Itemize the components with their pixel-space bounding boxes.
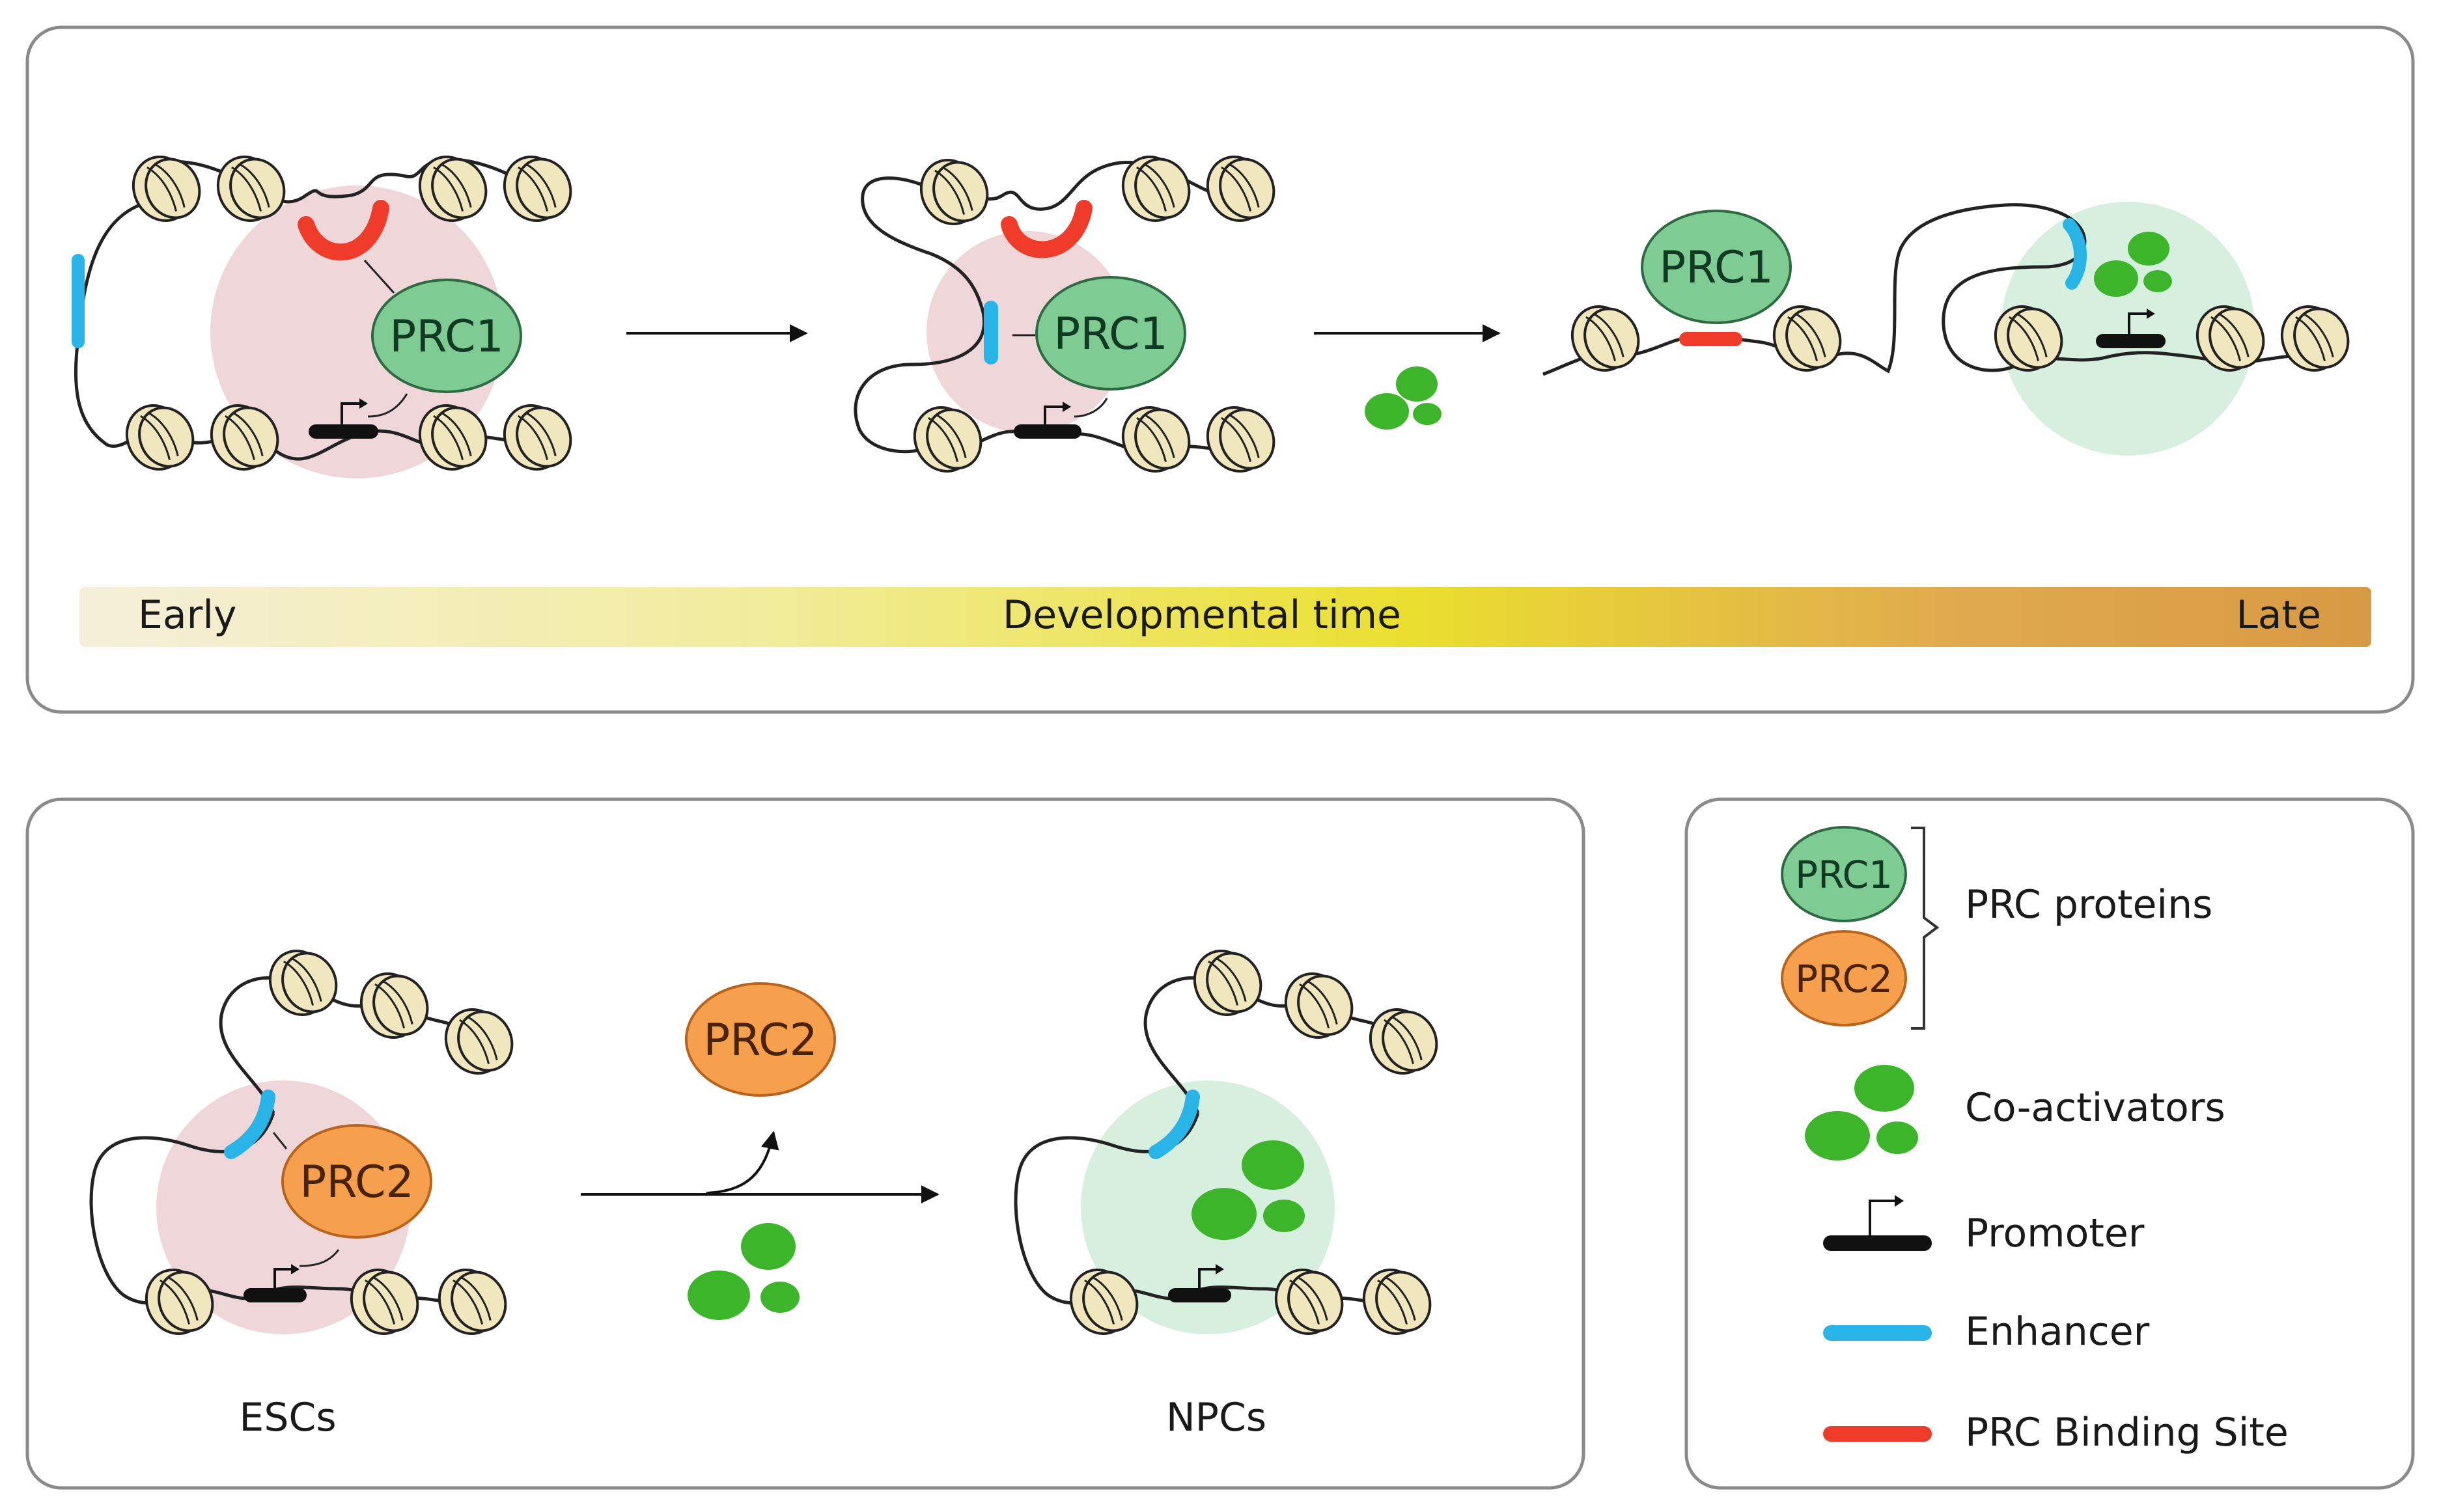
prc1-label: PRC1 xyxy=(1053,309,1168,360)
contact-line xyxy=(363,259,395,294)
prc2-complex xyxy=(281,1124,432,1239)
legend-prc1-label: PRC1 xyxy=(1795,853,1893,897)
prc1-label: PRC1 xyxy=(1659,242,1774,294)
timeline-bar xyxy=(79,587,2371,647)
repressive-halo xyxy=(210,186,503,478)
legend-prc-proteins: PRC proteins xyxy=(1965,882,2212,928)
enhancer-segment xyxy=(984,301,998,364)
contact-line xyxy=(367,393,408,418)
contact-line xyxy=(1074,398,1108,418)
coactivator-cluster xyxy=(688,1223,800,1320)
state1-repressed-loop: PRC1 xyxy=(72,146,581,480)
nucleosome xyxy=(1195,396,1285,482)
contact-line xyxy=(272,1132,288,1149)
enhancer-segment xyxy=(72,254,85,348)
developmental-timeline: Early Developmental time Late xyxy=(79,587,2371,647)
nucleosome xyxy=(434,998,523,1084)
npc-caption: NPCs xyxy=(1166,1395,1266,1440)
nucleosome xyxy=(909,149,998,235)
nucleosome xyxy=(1352,1259,1441,1345)
differentiation-arrow xyxy=(581,1131,940,1203)
top-panel xyxy=(25,25,2415,714)
prc2-label: PRC2 xyxy=(300,1157,414,1208)
nucleosome xyxy=(1111,396,1200,482)
enhancer-segment xyxy=(1149,1090,1200,1159)
coactivator-cluster xyxy=(1192,1140,1305,1240)
nucleosome xyxy=(2270,296,2359,381)
nucleosome xyxy=(1111,146,1200,232)
promoter xyxy=(244,1264,307,1302)
nucleosome xyxy=(1762,296,1851,381)
legend: PRC1 PRC2 PRC proteins Co-activators Pro… xyxy=(1781,826,2289,1455)
legend-coactivators: Co-activators xyxy=(1965,1085,2225,1131)
promoter xyxy=(309,398,378,439)
legend-prc1-badge xyxy=(1781,826,1907,922)
nucleosome xyxy=(115,394,204,480)
npc-active-loop: NPCs xyxy=(1014,940,1447,1440)
enhancer-segment xyxy=(224,1090,275,1159)
legend-prc2-badge xyxy=(1781,930,1907,1026)
coactivator-cluster xyxy=(2094,232,2172,297)
chromatin-fiber xyxy=(854,161,1225,456)
nucleosome xyxy=(1560,296,1649,381)
legend-prc2-label: PRC2 xyxy=(1795,957,1893,1001)
promoter xyxy=(2096,309,2166,348)
prc1-complex xyxy=(371,279,522,393)
contact-line xyxy=(299,1249,340,1267)
nucleosome xyxy=(492,394,581,480)
legend-panel xyxy=(1684,797,2415,1490)
legend-coactivator-icon xyxy=(1805,1065,1918,1161)
legend-promoter-icon xyxy=(1823,1195,1932,1251)
promoter xyxy=(1168,1264,1231,1302)
legend-enhancer: Enhancer xyxy=(1965,1309,2150,1354)
prc2-released-label: PRC2 xyxy=(703,1015,818,1066)
prc-binding-site xyxy=(298,200,389,261)
state2-repressed-loop: PRC1 xyxy=(854,146,1285,482)
timeline-late-label: Late xyxy=(2236,592,2321,638)
timeline-early-label: Early xyxy=(138,592,237,638)
esc-repressed-loop: PRC2 ESCs xyxy=(89,940,523,1440)
nucleosome xyxy=(1358,998,1447,1084)
bottom-left-panel xyxy=(25,797,1585,1490)
enhancer-segment xyxy=(2063,218,2087,290)
nucleosome xyxy=(492,146,581,232)
state3-active-loop: PRC1 xyxy=(1542,202,2359,456)
legend-brace xyxy=(1911,827,1940,1030)
nucleosome xyxy=(121,146,210,232)
esc-caption: ESCs xyxy=(239,1395,336,1440)
nucleosome xyxy=(427,1259,516,1345)
timeline-center-label: Developmental time xyxy=(1003,592,1401,638)
prc-binding-site xyxy=(1001,200,1093,258)
prc1-label: PRC1 xyxy=(389,311,504,363)
nucleosome xyxy=(349,963,438,1049)
nucleosome xyxy=(1195,146,1285,232)
promoter xyxy=(1014,402,1081,439)
legend-promoter: Promoter xyxy=(1965,1211,2145,1256)
prc1-complex xyxy=(1641,210,1792,324)
legend-binding-site: PRC Binding Site xyxy=(1965,1410,2289,1455)
nucleosome xyxy=(258,940,347,1026)
nucleosome xyxy=(1274,963,1363,1049)
prc1-complex xyxy=(1035,276,1186,391)
coactivator-cluster xyxy=(1365,366,1442,430)
prc2-complex-released xyxy=(685,982,836,1097)
nucleosome xyxy=(1182,940,1272,1026)
